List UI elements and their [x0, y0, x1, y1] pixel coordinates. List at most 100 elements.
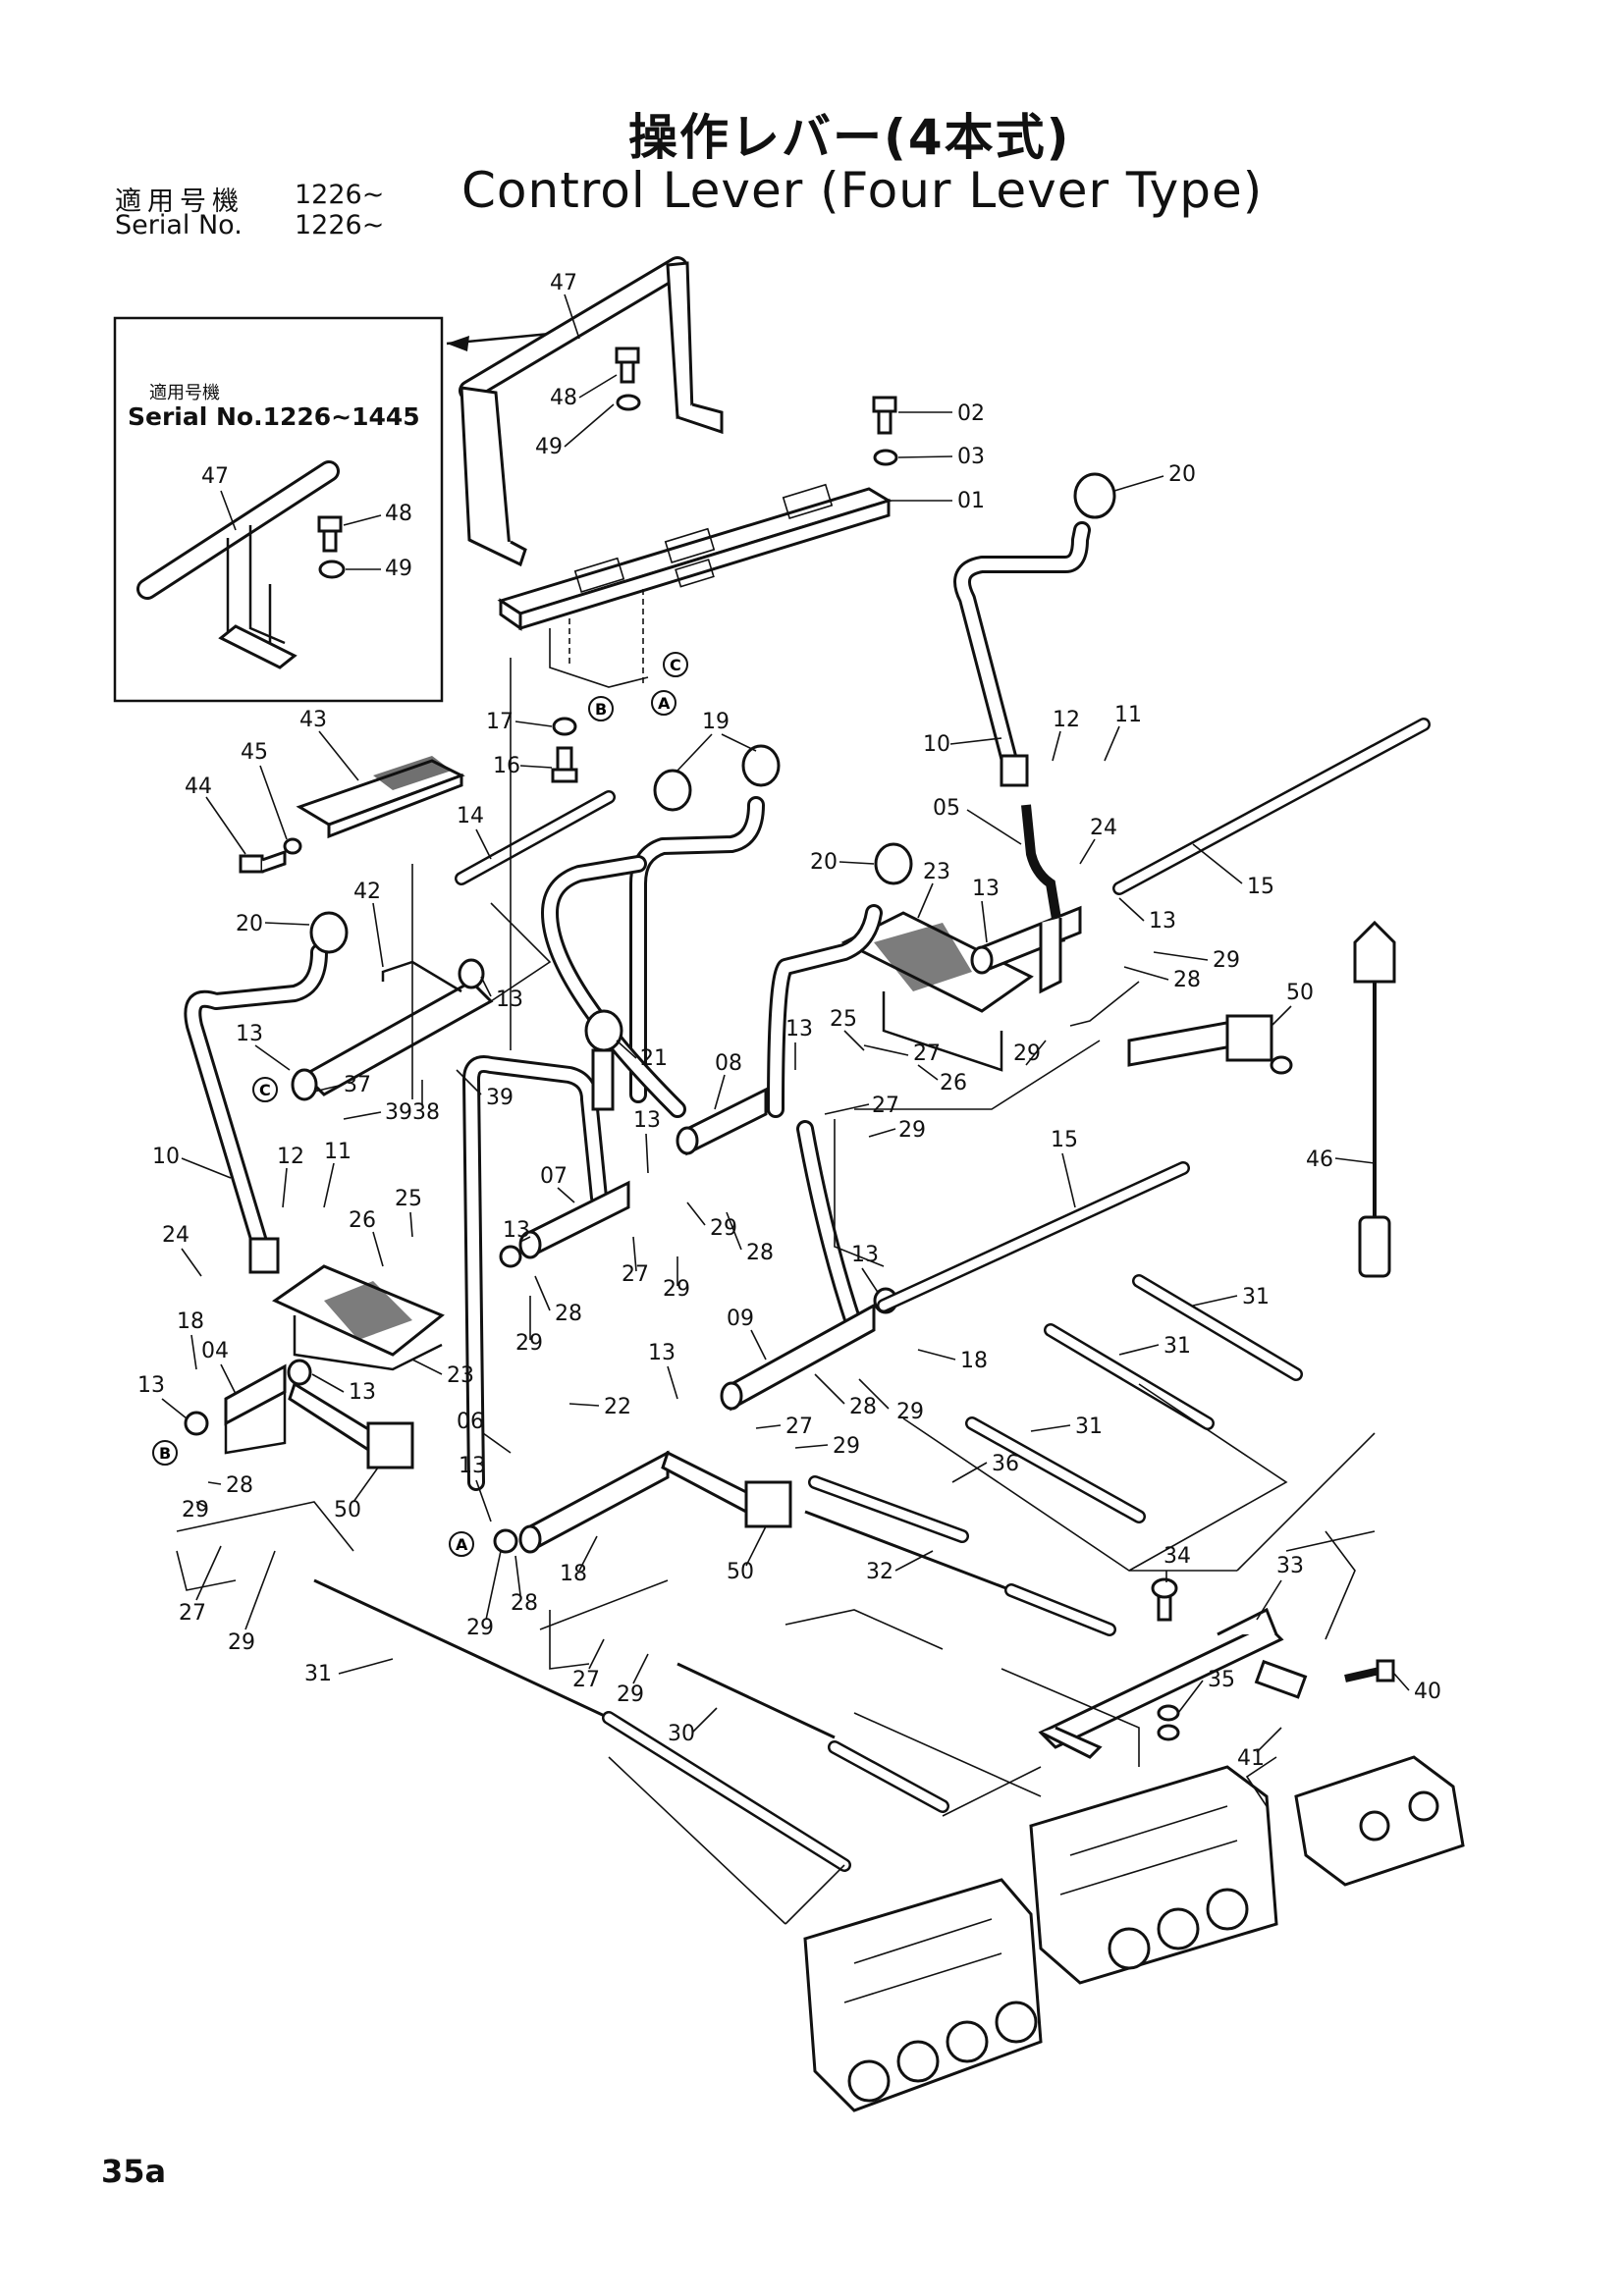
svg-text:11: 11 [1114, 703, 1142, 727]
callout-38: 38 [412, 1080, 440, 1125]
callout-28-e: 28 [207, 1473, 253, 1498]
svg-text:13: 13 [236, 1022, 263, 1046]
callout-34: 34 [1163, 1544, 1191, 1582]
rod-15-center [877, 1161, 1190, 1312]
callout-31-b: 31 [1118, 1334, 1191, 1359]
svg-text:48: 48 [550, 386, 577, 410]
callout-18-b: 18 [177, 1309, 204, 1370]
svg-text:50: 50 [727, 1560, 754, 1584]
svg-text:35: 35 [1208, 1668, 1235, 1692]
svg-text:27: 27 [572, 1668, 600, 1692]
marker-b-upper: B [588, 696, 614, 721]
svg-text:09: 09 [727, 1307, 754, 1331]
callout-27-d: 27 [755, 1415, 813, 1439]
shaft-07 [499, 1180, 630, 1268]
svg-text:14: 14 [457, 804, 484, 828]
callout-31-c: 31 [1030, 1415, 1103, 1439]
callout-29-k: 29 [466, 1550, 502, 1640]
svg-text:20: 20 [1168, 462, 1196, 487]
callout-29-j: 29 [228, 1550, 276, 1655]
inset-bolt [317, 515, 346, 579]
grab-bar [459, 256, 724, 567]
svg-text:38: 38 [412, 1100, 440, 1125]
callout-29-b: 29 [1013, 1040, 1047, 1066]
callout-21: 21 [616, 1040, 668, 1071]
svg-text:18: 18 [177, 1309, 204, 1334]
callout-26-left: 26 [349, 1208, 384, 1267]
callout-01: 01 [889, 489, 985, 513]
callout-29-i: 29 [182, 1498, 209, 1522]
svg-text:13: 13 [349, 1380, 376, 1405]
svg-text:26: 26 [349, 1208, 376, 1233]
svg-text:18: 18 [560, 1562, 587, 1586]
callout-28-a: 28 [1123, 966, 1201, 992]
svg-text:17: 17 [486, 710, 514, 734]
callout-13-h: 13 [851, 1243, 880, 1295]
control-valve-right [1029, 1765, 1278, 1985]
svg-text:A: A [658, 694, 671, 713]
callout-48-inset: 48 [343, 502, 412, 526]
svg-text:24: 24 [162, 1223, 189, 1248]
svg-text:25: 25 [395, 1187, 422, 1211]
callout-07: 07 [540, 1164, 575, 1203]
callout-25-right: 25 [830, 1007, 865, 1051]
callout-49: 49 [535, 403, 615, 459]
svg-text:36: 36 [992, 1452, 1019, 1476]
svg-text:B: B [159, 1444, 171, 1463]
bolt-48 [615, 347, 641, 411]
callout-25-left: 25 [395, 1187, 422, 1238]
rod-31-mid [1044, 1323, 1215, 1430]
callout-22: 22 [568, 1395, 631, 1419]
callout-13-g: 13 [503, 1218, 531, 1243]
callout-30: 30 [668, 1707, 718, 1746]
svg-text:43: 43 [299, 708, 327, 732]
svg-text:47: 47 [201, 464, 229, 489]
callout-05: 05 [933, 796, 1022, 845]
callout-20-top: 20 [1113, 462, 1196, 492]
svg-text:13: 13 [1149, 909, 1176, 934]
svg-text:21: 21 [640, 1046, 668, 1071]
callout-50-left: 50 [334, 1467, 379, 1522]
svg-text:04: 04 [201, 1339, 229, 1363]
assembly-guide-lines [176, 658, 1376, 1925]
svg-text:08: 08 [715, 1051, 742, 1076]
lever-20-middle [767, 842, 913, 1334]
svg-text:28: 28 [849, 1395, 877, 1419]
callout-39-a: 39 [343, 1100, 412, 1125]
svg-text:31: 31 [1163, 1334, 1191, 1359]
callout-13-j: 13 [311, 1373, 376, 1405]
svg-text:48: 48 [385, 502, 412, 526]
callout-29-c: 29 [868, 1118, 926, 1143]
link-33 [1038, 1577, 1308, 1759]
svg-text:20: 20 [810, 850, 838, 875]
callout-46: 46 [1306, 1148, 1376, 1172]
svg-text:44: 44 [185, 774, 212, 799]
handle-46 [1353, 920, 1396, 1278]
control-valve-left [803, 1878, 1043, 2112]
reference-markers: B A C C B A [152, 652, 688, 1557]
callout-47: 47 [550, 271, 580, 340]
control-valve-small [1294, 1755, 1465, 1887]
callout-27-b: 27 [824, 1094, 899, 1118]
callout-19: 19 [676, 710, 757, 772]
inset-grab-bar [136, 460, 340, 669]
callout-35: 35 [1177, 1668, 1235, 1714]
title-english: Control Lever (Four Lever Type) [461, 162, 1264, 219]
svg-text:28: 28 [1173, 968, 1201, 992]
callout-28-d: 28 [814, 1373, 877, 1419]
svg-text:03: 03 [957, 445, 985, 469]
callout-20-left: 20 [236, 912, 310, 936]
serial-label-japanese: 適用号機 [115, 187, 244, 217]
svg-text:29: 29 [896, 1400, 924, 1424]
callout-15-right: 15 [1192, 843, 1274, 899]
svg-text:A: A [456, 1535, 468, 1554]
rod-30 [676, 1662, 949, 1813]
svg-text:28: 28 [511, 1591, 538, 1616]
svg-text:39: 39 [385, 1100, 412, 1125]
callout-27-a: 27 [863, 1041, 941, 1066]
lever-21 [462, 1009, 623, 1491]
svg-text:27: 27 [872, 1094, 899, 1118]
marker-a-upper: A [651, 690, 676, 716]
callout-47-inset: 47 [201, 464, 237, 531]
callout-40: 40 [1393, 1673, 1441, 1704]
